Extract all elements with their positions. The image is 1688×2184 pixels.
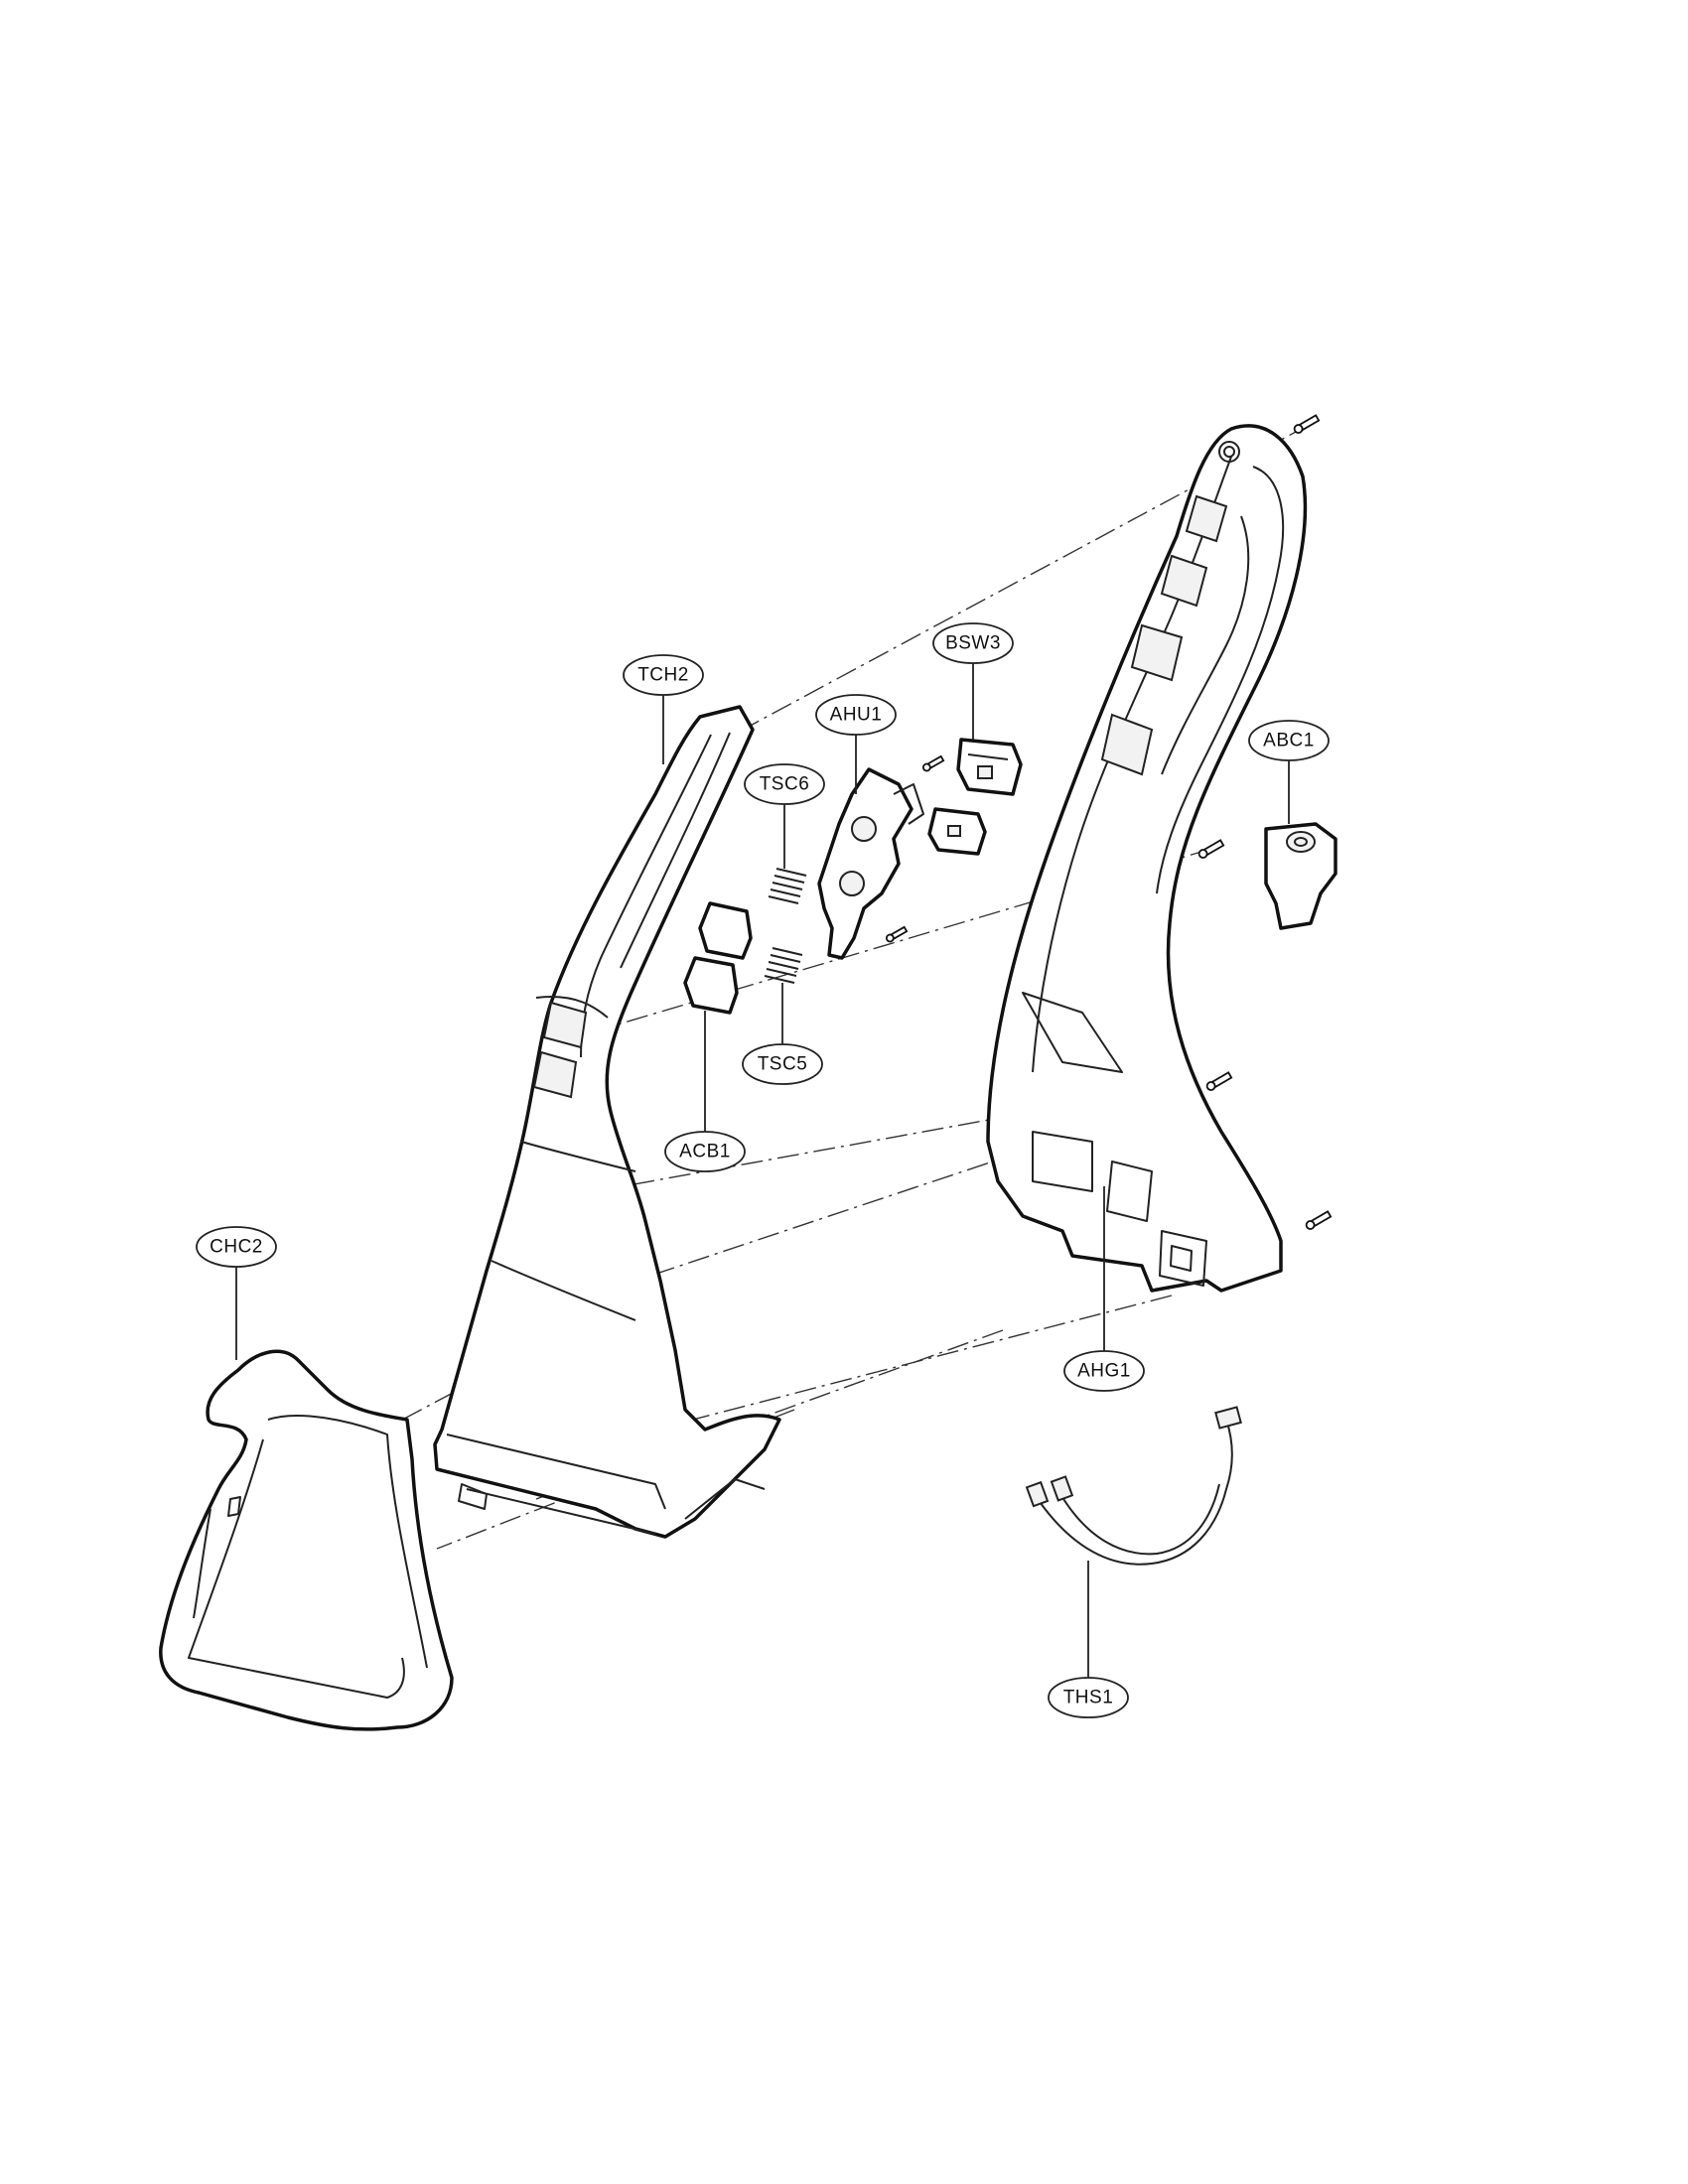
lever-part xyxy=(817,767,924,960)
callout-label-tsc5: TSC5 xyxy=(758,1054,808,1075)
callout-label-acb1: ACB1 xyxy=(679,1142,731,1162)
switch-parts xyxy=(927,738,1023,856)
callout-tch2: TCH2 xyxy=(623,654,704,764)
callout-ths1: THS1 xyxy=(1048,1561,1129,1718)
callout-ahu1: AHU1 xyxy=(815,694,897,794)
callout-bsw3: BSW3 xyxy=(932,622,1014,740)
callout-label-ths1: THS1 xyxy=(1063,1688,1114,1708)
callout-tsc6: TSC6 xyxy=(744,763,825,869)
left-handle-housing xyxy=(433,705,781,1539)
callout-acb1: ACB1 xyxy=(664,1011,746,1172)
cradle-part xyxy=(159,1349,454,1731)
callout-tsc5: TSC5 xyxy=(742,983,823,1085)
connector-part xyxy=(1264,822,1337,930)
callout-chc2: CHC2 xyxy=(196,1226,277,1360)
callout-label-ahu1: AHU1 xyxy=(830,705,883,726)
wire-harness-part xyxy=(1025,1406,1242,1566)
screws xyxy=(885,414,1333,1230)
callout-abc1: ABC1 xyxy=(1248,720,1330,824)
callout-label-tsc6: TSC6 xyxy=(760,774,810,795)
callout-label-chc2: CHC2 xyxy=(210,1237,263,1258)
callout-label-abc1: ABC1 xyxy=(1263,731,1315,751)
right-handle-housing xyxy=(986,424,1308,1293)
spring-parts xyxy=(764,868,807,984)
callout-ahg1: AHG1 xyxy=(1063,1186,1145,1392)
button-parts xyxy=(683,901,753,1015)
callout-label-tch2: TCH2 xyxy=(637,665,689,686)
callout-label-ahg1: AHG1 xyxy=(1077,1361,1131,1382)
callout-label-bsw3: BSW3 xyxy=(945,633,1001,654)
